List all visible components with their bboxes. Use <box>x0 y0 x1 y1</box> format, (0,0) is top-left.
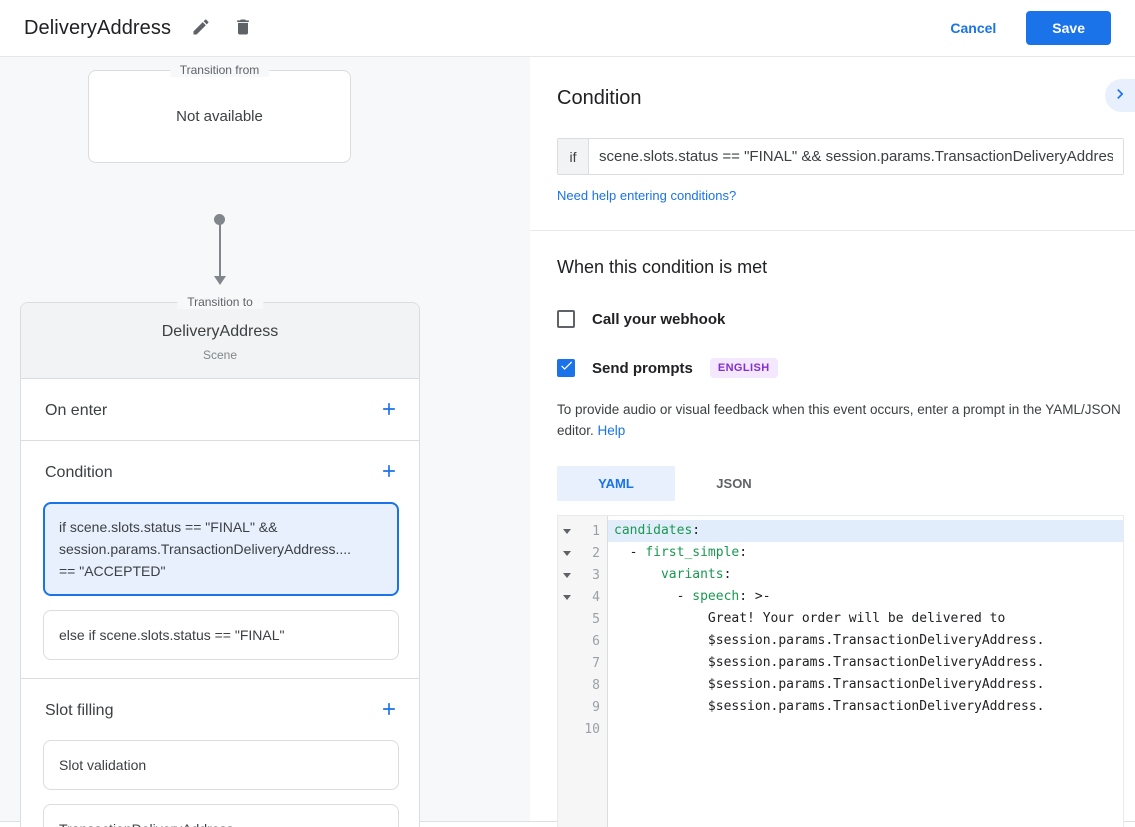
code-line[interactable]: candidates: <box>608 520 1123 542</box>
line-number: 4 <box>592 589 600 605</box>
call-webhook-checkbox[interactable] <box>557 310 575 328</box>
line-number: 1 <box>592 523 600 539</box>
scene-type-label: Scene <box>202 348 238 362</box>
on-enter-section: On enter <box>21 379 419 441</box>
fold-arrow-icon[interactable] <box>563 572 571 578</box>
flow-diagram-pane: Transition from Not available Transition… <box>0 57 530 827</box>
plus-icon <box>379 399 399 422</box>
webhook-row: Call your webhook <box>557 310 1124 328</box>
line-number: 10 <box>584 721 600 737</box>
prompt-help-link[interactable]: Help <box>597 423 626 438</box>
line-number: 7 <box>592 655 600 671</box>
scene-name: DeliveryAddress <box>161 323 279 340</box>
condition-chip-selected[interactable]: if scene.slots.status == "FINAL" && sess… <box>43 502 399 596</box>
code-line[interactable]: $session.params.TransactionDeliveryAddre… <box>614 699 1045 714</box>
scene-card: Transition to DeliveryAddress Scene On e… <box>20 295 420 827</box>
editor-tabs: YAML JSON <box>557 466 1124 501</box>
condition-expression-input[interactable] <box>589 139 1123 174</box>
prompt-description: To provide audio or visual feedback when… <box>557 399 1122 441</box>
checkmark-icon <box>559 358 574 378</box>
condition-editor-pane: Condition if Need help entering conditio… <box>530 57 1135 827</box>
scene-card-header: DeliveryAddress Scene <box>21 303 419 379</box>
line-number: 8 <box>592 677 600 693</box>
code-line[interactable]: $session.params.TransactionDeliveryAddre… <box>614 633 1045 648</box>
condition-label: Condition <box>45 463 113 481</box>
collapse-panel-button[interactable] <box>1105 79 1135 112</box>
condition-chip-text: if scene.slots.status == "FINAL" && <box>59 519 278 535</box>
condition-chip-else[interactable]: else if scene.slots.status == "FINAL" <box>43 610 399 660</box>
send-prompts-row: Send prompts ENGLISH <box>557 358 1124 378</box>
line-number: 3 <box>592 567 600 583</box>
condition-section: Condition if scene.slots.status == "FINA… <box>21 441 419 679</box>
main-content: Transition from Not available Transition… <box>0 57 1135 827</box>
add-on-enter-button[interactable] <box>377 397 401 424</box>
chevron-right-icon <box>1110 84 1130 107</box>
transition-from-legend: Transition from <box>169 63 270 77</box>
if-prefix-label: if <box>558 139 589 174</box>
code-line[interactable]: variants: <box>660 567 732 582</box>
add-condition-button[interactable] <box>377 459 401 486</box>
transition-from-value: Not available <box>176 108 263 125</box>
line-number: 6 <box>592 633 600 649</box>
when-condition-met-heading: When this condition is met <box>557 257 768 277</box>
tab-yaml[interactable]: YAML <box>557 466 675 501</box>
connector-arrowhead-icon <box>214 276 226 285</box>
condition-chip-text: session.params.TransactionDeliveryAddres… <box>59 541 352 557</box>
slot-filling-section: Slot filling Slot validation Transaction… <box>21 679 419 827</box>
send-prompts-checkbox[interactable] <box>557 359 575 377</box>
condition-panel-heading: Condition <box>557 87 642 109</box>
top-bar: DeliveryAddress Cancel Save <box>0 0 1135 57</box>
code-line[interactable]: Great! Your order will be delivered to <box>614 611 1006 626</box>
editor-gutter: 1 2 3 4 5 6 7 8 9 10 <box>558 516 608 827</box>
condition-chip-text: else if scene.slots.status == "FINAL" <box>59 627 285 643</box>
code-line[interactable]: $session.params.TransactionDeliveryAddre… <box>614 655 1045 670</box>
plus-icon <box>379 461 399 484</box>
page-title: DeliveryAddress <box>24 16 172 39</box>
line-number: 9 <box>592 699 600 715</box>
add-slot-button[interactable] <box>377 697 401 724</box>
connector-line <box>219 222 221 277</box>
trash-icon <box>233 17 253 40</box>
edit-title-button[interactable] <box>185 11 217 46</box>
fold-arrow-icon[interactable] <box>563 594 571 600</box>
slot-validation-chip[interactable]: Slot validation <box>43 740 399 790</box>
language-badge: ENGLISH <box>709 358 778 378</box>
conditions-help-link[interactable]: Need help entering conditions? <box>557 188 737 203</box>
code-line[interactable]: - first_simple: <box>614 545 748 560</box>
transition-from-box[interactable]: Transition from Not available <box>88 63 351 163</box>
cancel-button[interactable]: Cancel <box>934 12 1012 44</box>
connector-dot <box>214 214 225 225</box>
fold-arrow-icon[interactable] <box>563 550 571 556</box>
line-number: 5 <box>592 611 600 627</box>
condition-expression-row: if <box>557 138 1124 175</box>
code-editor: 1 2 3 4 5 6 7 8 9 10 candidates: - first_simple: … <box>557 515 1124 827</box>
on-enter-label: On enter <box>45 401 108 419</box>
send-prompts-label: Send prompts <box>592 359 693 377</box>
save-button[interactable]: Save <box>1026 11 1111 45</box>
tab-json[interactable]: JSON <box>675 466 793 501</box>
section-divider <box>530 230 1135 231</box>
editor-code[interactable]: candidates: - first_simple: variants: - … <box>608 516 1123 827</box>
condition-chip-text: == "ACCEPTED" <box>59 563 166 579</box>
call-webhook-label: Call your webhook <box>592 310 726 328</box>
line-number: 2 <box>592 545 600 561</box>
prompt-description-text: To provide audio or visual feedback when… <box>557 402 1121 438</box>
pencil-icon <box>191 17 211 40</box>
code-line[interactable] <box>608 718 1123 740</box>
plus-icon <box>379 699 399 722</box>
code-line[interactable]: $session.params.TransactionDeliveryAddre… <box>614 677 1045 692</box>
transition-to-legend: Transition to <box>177 295 263 309</box>
code-line[interactable]: - speech: >- <box>614 589 771 604</box>
delete-scene-button[interactable] <box>227 11 259 46</box>
slot-transaction-delivery-address-chip[interactable]: TransactionDeliveryAddress <box>43 804 399 827</box>
slot-filling-label: Slot filling <box>45 701 114 719</box>
fold-arrow-icon[interactable] <box>563 528 571 534</box>
